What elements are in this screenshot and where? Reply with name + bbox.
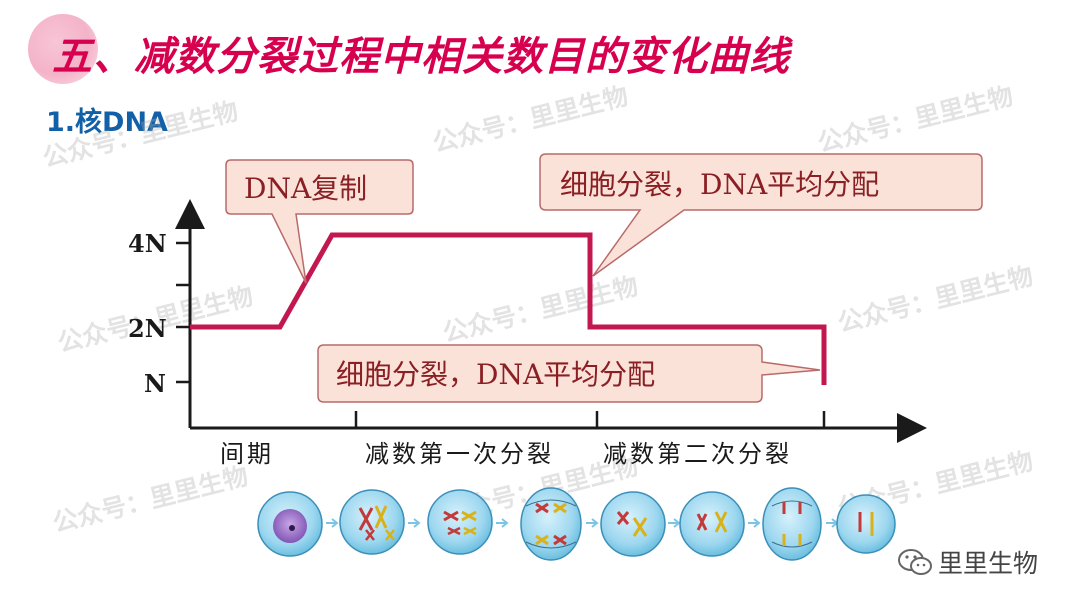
stage-arrow (326, 518, 339, 528)
stage-arrow (496, 518, 509, 528)
stage-arrow (826, 518, 839, 528)
page-title: 五、减数分裂过程中相关数目的变化曲线 (52, 34, 790, 80)
stage-arrow (408, 518, 421, 528)
callout-replication-text: DNA复制 (244, 172, 367, 205)
title-decoration-circle (28, 14, 98, 84)
cell-stage-anaphase-2 (762, 487, 822, 561)
x-label-meiosis-1: 减数第一次分裂 (365, 440, 554, 468)
section-subtitle: 1.核DNA (46, 107, 168, 138)
y-tick-label-n: N (144, 369, 166, 398)
callout-division-1 (539, 153, 983, 277)
x-label-meiosis-2: 减数第二次分裂 (603, 440, 792, 468)
y-tick-label-4n: 4N (128, 229, 167, 258)
stage-arrow (586, 518, 599, 528)
cell-stage-prophase-2 (600, 491, 666, 557)
brand-logo: 里里生物 (896, 544, 1038, 580)
stage-arrow (668, 518, 681, 528)
cell-stage-interphase (257, 491, 323, 557)
cell-stage-metaphase-1 (427, 489, 493, 555)
dna-content-curve (190, 232, 827, 385)
brand-name: 里里生物 (938, 549, 1039, 578)
x-label-interphase: 间期 (220, 440, 274, 468)
cell-stage-prophase-1 (339, 489, 405, 555)
y-tick-label-2n: 2N (128, 314, 167, 343)
callout-division-2 (317, 344, 821, 403)
wechat-icon (898, 549, 932, 575)
callout-division-1-text: 细胞分裂，DNA平均分配 (560, 168, 879, 201)
callout-replication (225, 159, 414, 284)
callout-division-2-text: 细胞分裂，DNA平均分配 (336, 358, 655, 391)
cell-stage-anaphase-1 (520, 487, 582, 561)
cell-stage-telophase-2 (836, 494, 896, 554)
cell-stage-metaphase-2 (679, 491, 745, 557)
stage-arrow (748, 518, 761, 528)
